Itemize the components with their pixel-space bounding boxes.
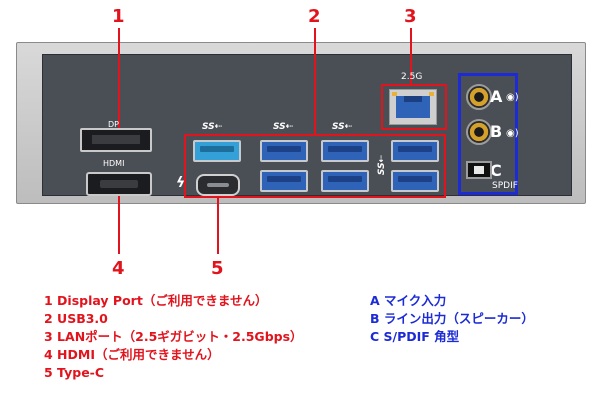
thunderbolt-icon: ϟ <box>176 175 186 191</box>
type-c-connector <box>196 174 240 196</box>
lan-speed-label: 2.5G <box>401 72 423 82</box>
callout-a: A <box>490 87 503 106</box>
callout-4: 4 <box>112 258 125 279</box>
legend-item-2: 2 USB3.0 <box>44 311 108 326</box>
callout-3: 3 <box>404 6 417 27</box>
legend-item-c: C S/PDIF 角型 <box>370 329 460 344</box>
callout-b: B <box>490 122 503 141</box>
legend-item-b: B ライン出力（スピーカー） <box>370 311 534 326</box>
legend-item-3: 3 LANポート（2.5ギガビット・2.5Gbps） <box>44 329 303 344</box>
line-out-jack <box>466 119 492 145</box>
speaker-icon: ◉) <box>506 128 519 139</box>
mic-in-jack <box>466 84 492 110</box>
lan-highlight <box>381 84 447 130</box>
usb-group-highlight <box>184 134 446 198</box>
usb-port-top-4 <box>391 140 439 162</box>
leader-line-1 <box>118 28 120 132</box>
callout-1: 1 <box>112 6 125 27</box>
superspeed-logo-4: SS⇠ <box>377 154 388 176</box>
usb-port-bottom-4 <box>391 170 439 192</box>
superspeed-logo-3: SS⇠ <box>332 122 353 132</box>
usb-port-top-1 <box>193 140 241 162</box>
legend-item-1: 1 Display Port（ご利用できません） <box>44 293 268 308</box>
superspeed-logo-2: SS⇠ <box>273 122 294 132</box>
hdmi-connector <box>86 172 152 196</box>
legend-item-a: A マイク入力 <box>370 293 447 308</box>
dp-label: DP <box>108 120 119 129</box>
displayport-connector <box>80 128 152 152</box>
callout-2: 2 <box>308 6 321 27</box>
lan-port <box>389 89 437 125</box>
superspeed-logo-1: SS⇠ <box>202 122 223 132</box>
audio-group-highlight <box>458 73 518 195</box>
usb-port-bottom-3 <box>321 170 369 192</box>
legend-item-5: 5 Type-C <box>44 365 105 380</box>
callout-5: 5 <box>211 258 224 279</box>
legend-right: A マイク入力 B ライン出力（スピーカー） C S/PDIF 角型 <box>370 292 592 346</box>
usb-port-bottom-2 <box>260 170 308 192</box>
leader-line-3 <box>410 28 412 84</box>
leader-line-2 <box>314 28 316 134</box>
mic-icon: ◉) <box>506 92 519 103</box>
callout-c: C <box>490 161 502 180</box>
spdif-label: SPDIF <box>492 181 518 191</box>
spdif-optical-port <box>466 161 492 179</box>
usb-port-top-2 <box>260 140 308 162</box>
usb-port-top-3 <box>321 140 369 162</box>
legend-left: 1 Display Port（ご利用できません） 2 USB3.0 3 LANポ… <box>44 292 364 382</box>
legend-item-4: 4 HDMI（ご利用できません） <box>44 347 220 362</box>
leader-line-5 <box>217 198 219 254</box>
hdmi-label: HDMI <box>103 159 125 168</box>
leader-line-4 <box>118 196 120 254</box>
